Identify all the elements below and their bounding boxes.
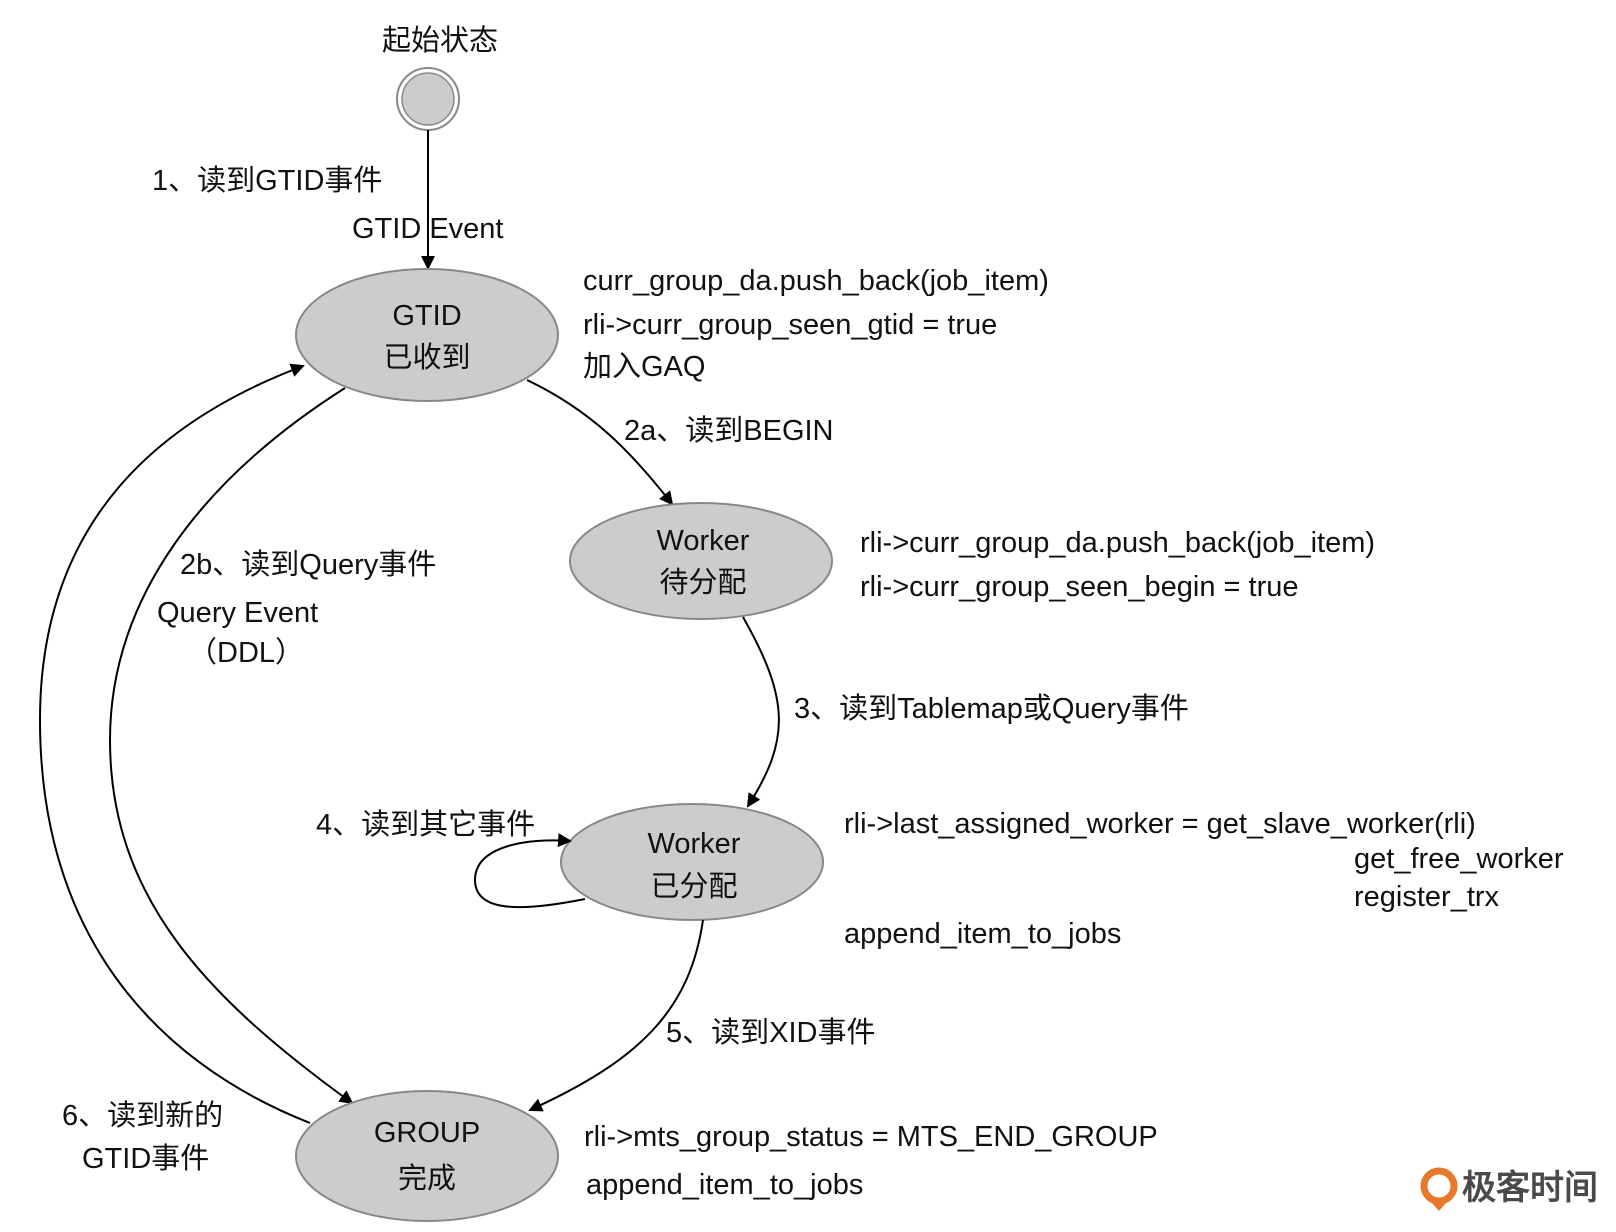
gtid-note-1: curr_group_da.push_back(job_item) (583, 265, 1049, 297)
worker-assigned-subtitle: 已分配 (650, 871, 737, 903)
group-done-node[interactable]: GROUP 完成 (295, 1090, 559, 1222)
edge-6-arrow (38, 363, 311, 1124)
edge-6-label: 6、读到新的 (62, 1099, 223, 1132)
worker-pending-title: Worker (657, 525, 750, 557)
edge-6-sublabel: GTID事件 (82, 1142, 209, 1175)
group-note-2: append_item_to_jobs (586, 1169, 863, 1201)
edge-1-label: 1、读到GTID事件 (152, 164, 382, 197)
worker-pending-subtitle: 待分配 (659, 566, 746, 599)
edge-2b-sublabel-2: （DDL） (188, 637, 304, 669)
worker-pending-notes: rli->curr_group_da.push_back(job_item) r… (860, 527, 1375, 603)
worker-pending-note-2: rli->curr_group_seen_begin = true (860, 571, 1299, 603)
worker-pending-node[interactable]: Worker 待分配 (569, 502, 833, 620)
gtid-node-subtitle: 已收到 (383, 341, 470, 374)
worker-assigned-node[interactable]: Worker 已分配 (560, 803, 824, 921)
edge-1-sublabel: GTID Event (352, 213, 504, 245)
edge-4-self-loop (473, 833, 586, 909)
gtid-notes: curr_group_da.push_back(job_item) rli->c… (583, 265, 1049, 383)
watermark-text: 极客时间 (1462, 1168, 1598, 1207)
edge-2b-label: 2b、读到Query事件 (180, 548, 436, 581)
gtid-note-3: 加入GAQ (583, 351, 705, 383)
edge-4-label: 4、读到其它事件 (316, 808, 535, 841)
edge-2a-arrow (526, 379, 674, 506)
worker-assigned-note-after: append_item_to_jobs (844, 918, 1121, 950)
group-notes: rli->mts_group_status = MTS_END_GROUP ap… (584, 1121, 1158, 1201)
worker-assigned-notes: rli->last_assigned_worker = get_slave_wo… (844, 808, 1564, 950)
edge-3-label: 3、读到Tablemap或Query事件 (794, 692, 1189, 725)
watermark: 极客时间 (1420, 1167, 1598, 1211)
edge-2b-arrow (108, 387, 354, 1105)
worker-assigned-title: Worker (648, 828, 741, 860)
edge-5-arrow (528, 919, 704, 1112)
gtid-note-2: rli->curr_group_seen_gtid = true (583, 309, 997, 341)
group-node-subtitle: 完成 (398, 1162, 456, 1195)
gtid-node-title: GTID (392, 300, 461, 332)
worker-assigned-note-sub2: register_trx (1354, 881, 1500, 913)
worker-assigned-note-sub1: get_free_worker (1354, 843, 1564, 875)
worker-pending-note-1: rli->curr_group_da.push_back(job_item) (860, 527, 1375, 559)
edge-5-label: 5、读到XID事件 (666, 1016, 875, 1049)
start-state-node[interactable] (396, 67, 460, 131)
group-note-1: rli->mts_group_status = MTS_END_GROUP (584, 1121, 1158, 1153)
start-state-label: 起始状态 (382, 24, 498, 57)
edge-3-arrow (742, 616, 780, 808)
group-node-title: GROUP (374, 1117, 480, 1149)
geektime-logo-icon (1420, 1167, 1458, 1211)
edge-2b-sublabel: Query Event (157, 597, 318, 629)
worker-assigned-note-main: rli->last_assigned_worker = get_slave_wo… (844, 808, 1476, 840)
gtid-received-node[interactable]: GTID 已收到 (295, 268, 559, 402)
edge-2a-label: 2a、读到BEGIN (624, 414, 834, 447)
